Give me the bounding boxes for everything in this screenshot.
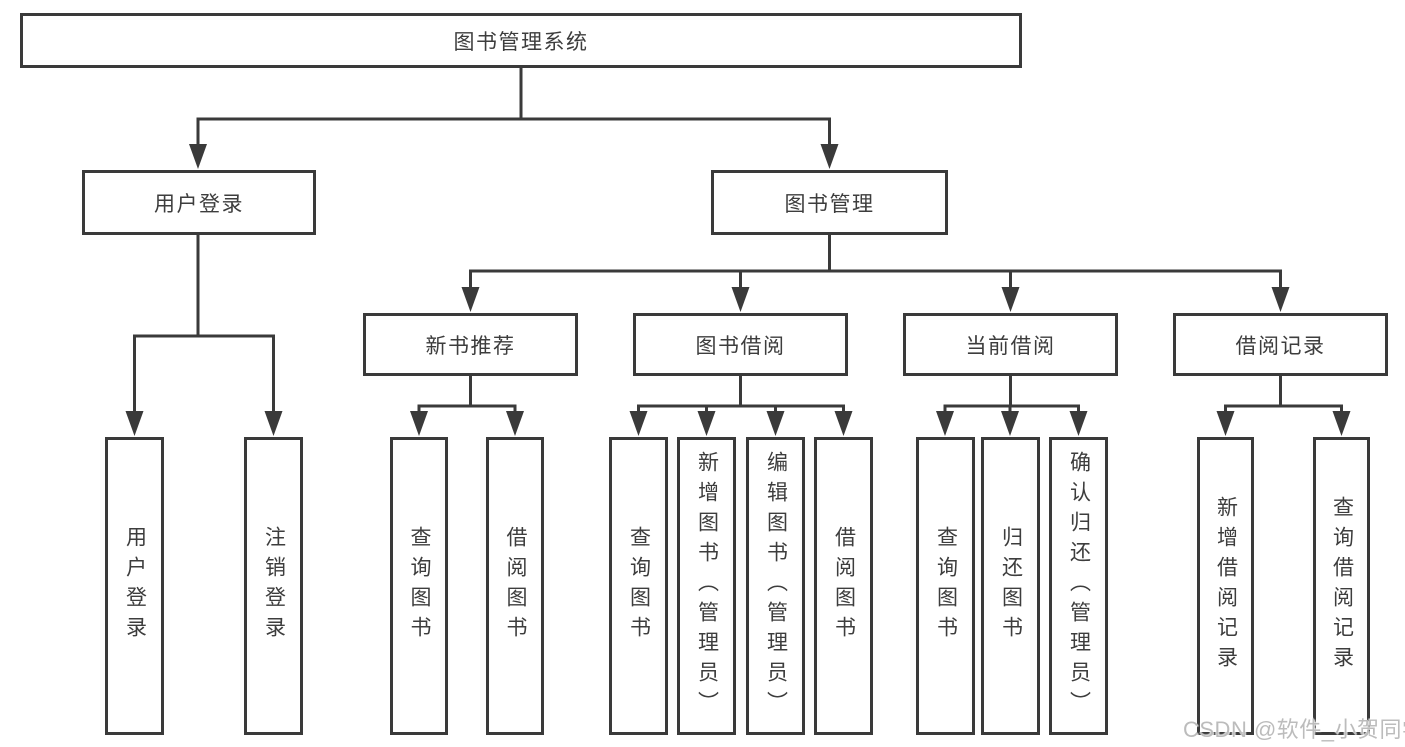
node-library-management-system: 图书管理系统 xyxy=(20,13,1022,68)
node-label: 确认归还（管理员） xyxy=(1067,451,1091,721)
node-borrowing-records: 借阅记录 xyxy=(1173,313,1388,376)
node-label: 编辑图书（管理员） xyxy=(764,451,788,721)
node-label: 查询借阅记录 xyxy=(1330,496,1354,676)
node-user-login: 用户登录 xyxy=(82,170,316,235)
node-new-book-recommendation: 新书推荐 xyxy=(363,313,578,376)
node-label: 当前借阅 xyxy=(965,334,1056,358)
node-book-borrowing: 图书借阅 xyxy=(633,313,848,376)
node-label: 归还图书 xyxy=(999,526,1023,646)
leaf-borrow-books: 借阅图书 xyxy=(486,437,544,735)
node-label: 新书推荐 xyxy=(425,334,516,358)
leaf-query-books: 查询图书 xyxy=(390,437,448,735)
leaf-logout: 注销登录 xyxy=(244,437,303,735)
leaf-query-books: 查询图书 xyxy=(609,437,668,735)
node-label: 查询图书 xyxy=(408,526,432,646)
node-label: 用户登录 xyxy=(154,192,244,216)
leaf-user-login: 用户登录 xyxy=(105,437,164,735)
node-book-management: 图书管理 xyxy=(711,170,948,235)
node-label: 查询图书 xyxy=(934,526,958,646)
leaf-confirm-return-admin: 确认归还（管理员） xyxy=(1049,437,1108,735)
leaf-edit-books-admin: 编辑图书（管理员） xyxy=(746,437,805,735)
node-label: 借阅图书 xyxy=(832,526,856,646)
csdn-watermark: CSDN @软件_小贺同学 xyxy=(1183,717,1405,742)
node-label: 查询图书 xyxy=(627,526,651,646)
leaf-borrow-books: 借阅图书 xyxy=(814,437,873,735)
node-label: 图书管理 xyxy=(784,192,875,216)
node-label: 借阅记录 xyxy=(1235,334,1326,358)
node-label: 图书借阅 xyxy=(695,334,786,358)
leaf-query-borrow-record: 查询借阅记录 xyxy=(1313,437,1370,735)
leaf-query-books: 查询图书 xyxy=(916,437,975,735)
leaf-add-books-admin: 新增图书（管理员） xyxy=(677,437,736,735)
node-label: 用户登录 xyxy=(123,526,147,646)
node-label: 新增借阅记录 xyxy=(1214,496,1238,676)
node-label: 新增图书（管理员） xyxy=(695,451,719,721)
node-current-borrowing: 当前借阅 xyxy=(903,313,1118,376)
leaf-return-books: 归还图书 xyxy=(981,437,1040,735)
node-label: 借阅图书 xyxy=(504,526,528,646)
node-label: 注销登录 xyxy=(262,526,286,646)
leaf-add-borrow-record: 新增借阅记录 xyxy=(1197,437,1254,735)
node-label: 图书管理系统 xyxy=(453,30,589,54)
